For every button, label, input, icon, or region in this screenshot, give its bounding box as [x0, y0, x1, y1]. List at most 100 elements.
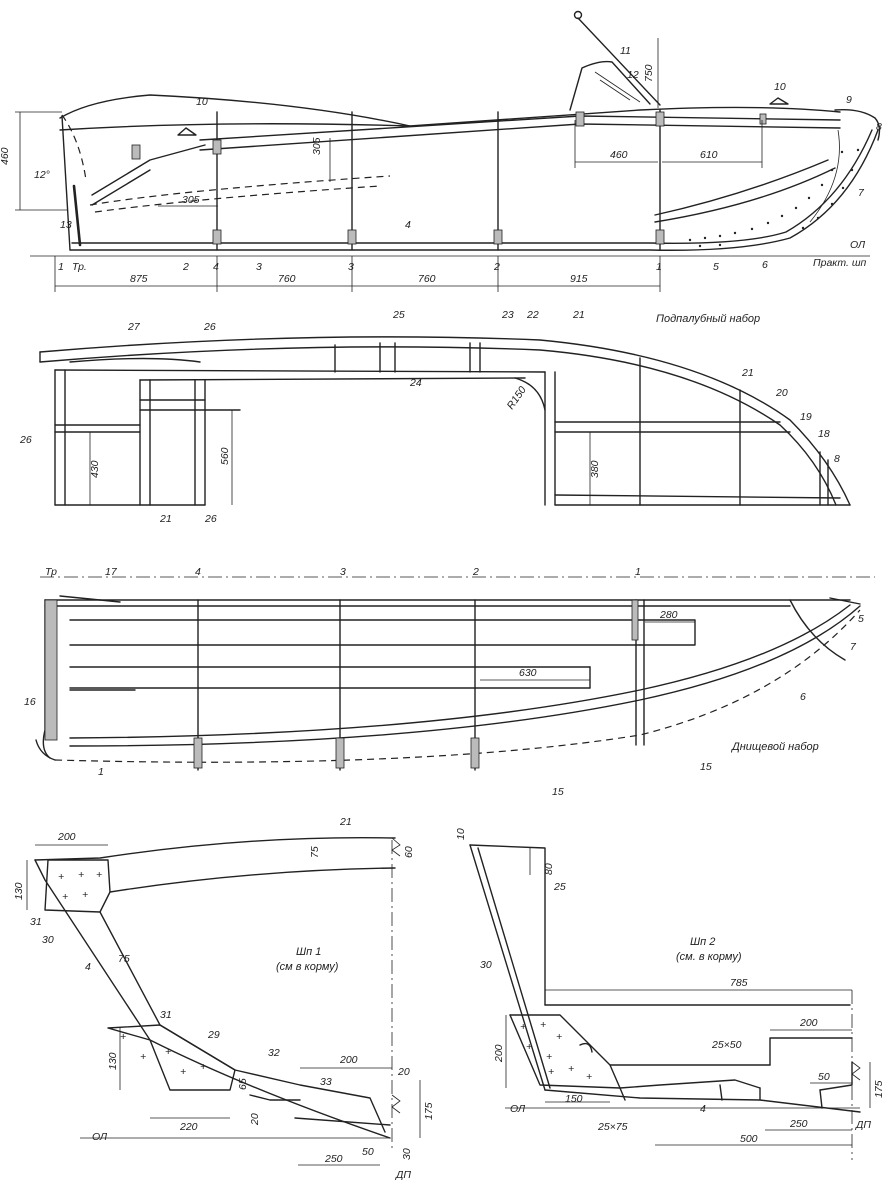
transom-post: [72, 184, 82, 247]
label-33: 33: [320, 1076, 332, 1088]
size-25x75: 25×75: [597, 1121, 628, 1133]
cleat-aft-icon: [177, 127, 197, 136]
dim-750: 750: [643, 64, 655, 82]
member-7: [789, 599, 846, 661]
caption-frame2-line2: (см. в корму): [676, 951, 742, 963]
svg-text:+: +: [62, 891, 68, 903]
dash-line-2: [94, 185, 381, 213]
label-frame-4: 4: [213, 261, 219, 273]
label-26a: 26: [203, 321, 216, 333]
dim-460: 460: [0, 147, 11, 165]
svg-text:+: +: [78, 869, 84, 881]
hull-outer: [34, 859, 391, 1139]
dim-12deg: 12°: [34, 169, 50, 181]
windshield-post-head: [575, 111, 585, 127]
outline-dashed: [54, 609, 861, 763]
label-ol: ОЛ: [850, 239, 866, 251]
deck-line-aft: [59, 94, 411, 127]
svg-text:+: +: [568, 1063, 574, 1075]
dim-130b: 130: [107, 1052, 119, 1070]
notch: [579, 1042, 593, 1053]
label-21b: 21: [159, 513, 172, 525]
chine-fwd: [654, 167, 836, 223]
sheer-line: [59, 106, 841, 131]
hull-bottom: [69, 129, 879, 251]
bfloor-1-head: [631, 599, 639, 641]
dim-75b: 75: [118, 953, 130, 965]
floor-2: [609, 1064, 761, 1089]
dim-380: 380: [589, 460, 601, 478]
label-17: 17: [105, 566, 118, 578]
side-view: 460 12° 305 305 750 460 610 875 760 760 …: [0, 10, 882, 292]
dim-10: 10: [455, 828, 467, 840]
dim-80: 80: [543, 863, 555, 875]
dim-175: 175: [423, 1102, 435, 1120]
floor-32: [234, 1069, 386, 1133]
caption-frame1-line2: (см в корму): [276, 961, 339, 973]
label-31a: 31: [30, 916, 42, 928]
dim-4: 4: [700, 1103, 706, 1115]
dim-760b: 760: [418, 273, 436, 285]
seat-back: [91, 144, 206, 196]
stringer-line: [199, 123, 841, 151]
frame-1-label: 1: [635, 566, 641, 578]
svg-text:+: +: [96, 869, 102, 881]
svg-text:+: +: [140, 1051, 146, 1063]
label-26b: 26: [19, 434, 32, 446]
dim-915: 915: [570, 273, 588, 285]
label-dp: ДП: [395, 1169, 411, 1180]
chine-fwd-inner: [654, 159, 829, 216]
dim-200b: 200: [799, 1017, 818, 1029]
transom: [61, 115, 71, 251]
gusset-side: [509, 1014, 621, 1089]
dim-875: 875: [130, 273, 148, 285]
label-8: 8: [876, 121, 882, 133]
frame2-side-top: [469, 844, 546, 1006]
dim-250: 250: [789, 1118, 808, 1130]
label-1: 1: [98, 766, 104, 778]
member-17: [59, 595, 121, 603]
beam-24: [139, 377, 526, 381]
svg-text:+: +: [556, 1031, 562, 1043]
frame2-plus-marks: +++ +++ ++: [520, 1019, 592, 1083]
stem-5: [829, 597, 861, 605]
label-27: 27: [127, 321, 141, 333]
hull-side-2: [477, 847, 551, 1089]
label-21a: 21: [572, 309, 585, 321]
dim-175: 175: [873, 1080, 885, 1098]
label-23: 23: [501, 309, 514, 321]
bfloor-2-foot: [470, 737, 480, 769]
keel-break: [391, 1094, 401, 1114]
dim-200a: 200: [493, 1044, 505, 1063]
carling-27: [69, 357, 201, 363]
frame-4-foot: [212, 229, 222, 245]
label-2: 2: [182, 261, 189, 273]
label-26c: 26: [204, 513, 217, 525]
stem-inner: [809, 129, 840, 223]
dim-200b: 200: [339, 1054, 358, 1066]
caption-frame2-line1: Шп 2: [690, 936, 715, 948]
keel-break-2: [851, 1061, 861, 1081]
deck-inner: [39, 346, 837, 506]
frame-tr: Тр: [45, 566, 57, 578]
label-5: 5: [858, 613, 864, 625]
caption-frame1-line1: Шп 1: [296, 946, 321, 958]
label-20: 20: [775, 387, 788, 399]
dim-60: 60: [403, 846, 415, 858]
frame-1-foot: [655, 229, 665, 245]
dim-25: 25: [553, 881, 566, 893]
cleat-fwd-icon: [769, 97, 789, 105]
svg-text:+: +: [82, 889, 88, 901]
svg-text:+: +: [586, 1071, 592, 1083]
label-9: 9: [846, 94, 852, 106]
dim-305-vert: 305: [311, 137, 323, 155]
svg-text:+: +: [200, 1061, 206, 1073]
dim-50: 50: [362, 1146, 374, 1158]
frame-4-head: [212, 139, 222, 155]
label-ol: ОЛ: [92, 1131, 108, 1143]
transom-knuckle: [35, 739, 56, 761]
side-dimensions: [15, 38, 763, 292]
dim-630: 630: [519, 667, 537, 679]
dim-500: 500: [740, 1133, 758, 1145]
step-200: [769, 1037, 853, 1066]
